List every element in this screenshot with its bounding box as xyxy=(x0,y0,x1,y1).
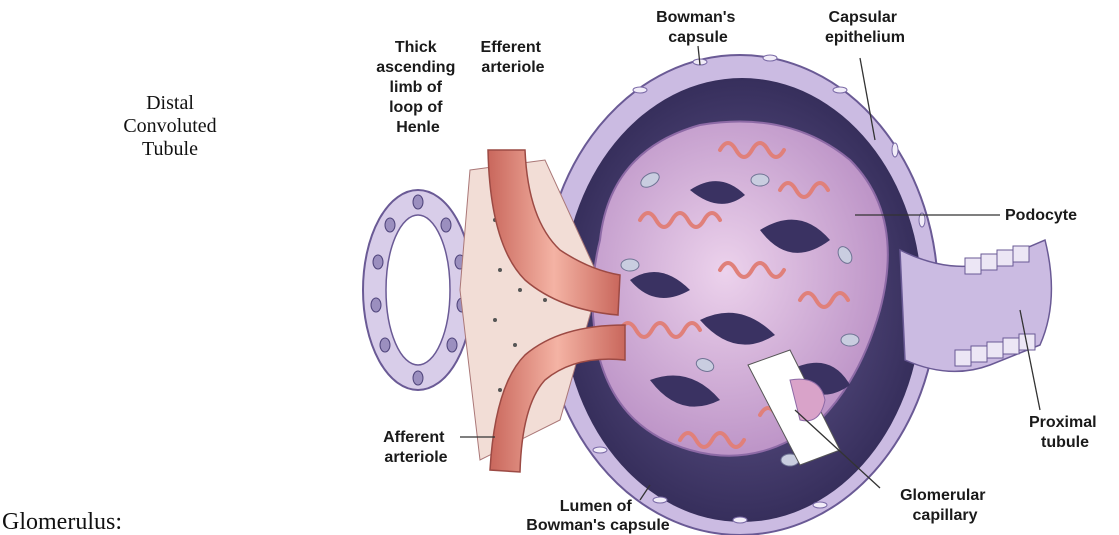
proximal-tubule-label: Proximal tubule xyxy=(1029,414,1101,451)
capsular-epithelium-label: Capsular epithelium xyxy=(825,9,905,46)
podocyte-label: Podocyte xyxy=(1005,207,1077,224)
bowmans-capsule-label: Bowman's capsule xyxy=(656,9,740,46)
distal-tubule-ring xyxy=(363,190,473,390)
afferent-arteriole-label: Afferent arteriole xyxy=(383,429,449,466)
glomerular-capillary-label: Glomerular capillary xyxy=(900,487,990,524)
efferent-arteriole-label: Efferent arteriole xyxy=(481,39,546,76)
thick-ascending-limb-label: Thick ascending limb of loop of Henle xyxy=(376,39,460,136)
